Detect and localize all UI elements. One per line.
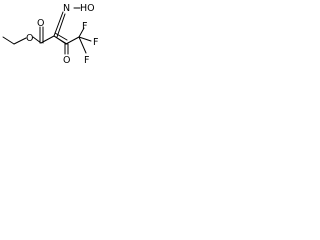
bond-c-f-right xyxy=(78,36,92,42)
atom-label-ketone-oxygen: O xyxy=(63,55,70,66)
atom-label-imine-nitrogen: N xyxy=(63,3,70,14)
bond-n-to-alpha-b xyxy=(56,13,66,38)
bond-c-f-top xyxy=(78,27,85,38)
chemical-structure: O O N HO O F F F xyxy=(2,3,98,66)
atom-label-ester-oxygen: O xyxy=(26,33,33,44)
bond-c-f-bottom xyxy=(78,36,87,54)
atom-label-carbonyl-oxygen: O xyxy=(37,18,44,29)
bond-ethyl-ch2-o xyxy=(13,37,27,45)
atom-label-hydroxyl: HO xyxy=(80,3,95,14)
atom-label-fluorine-top: F xyxy=(82,21,87,32)
bond-alpha-c-ketone-c xyxy=(53,35,67,45)
atom-label-fluorine-right: F xyxy=(93,37,98,48)
atom-label-fluorine-bottom: F xyxy=(84,55,89,66)
bond-c-n-double-b xyxy=(54,32,68,41)
bond-n-to-alpha-a xyxy=(53,11,64,37)
bond-ester-c-alpha-c xyxy=(40,35,55,44)
bond-ethyl-terminal xyxy=(2,36,15,45)
bond-ketone-c-cf3 xyxy=(65,36,80,45)
